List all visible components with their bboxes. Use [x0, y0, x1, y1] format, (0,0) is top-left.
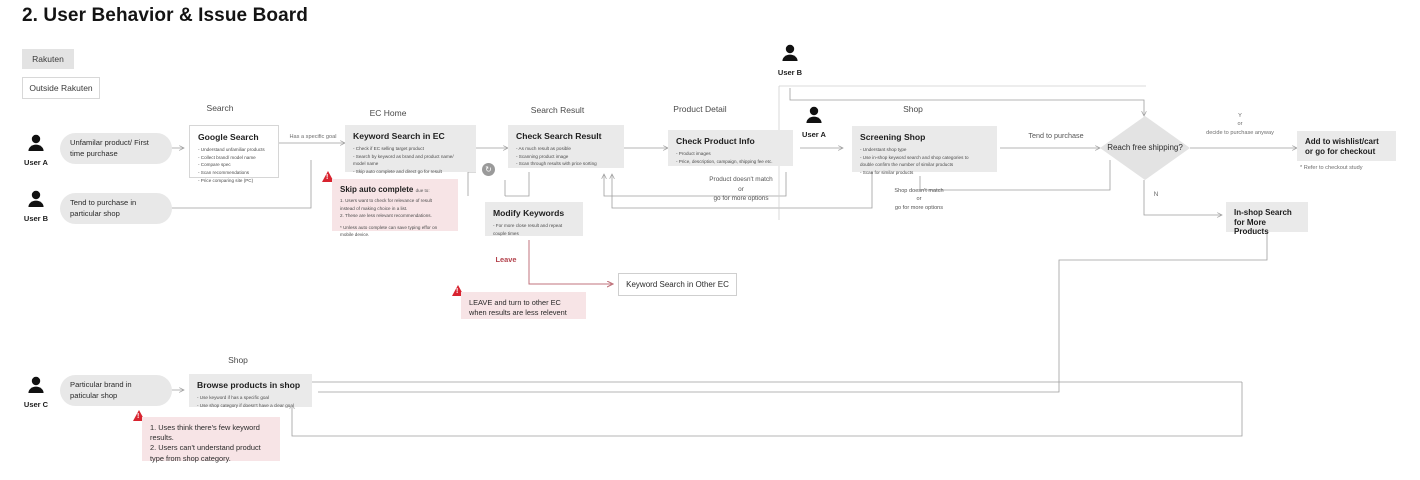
card-screening-shop-items: - Understant shop type - Use in-shop key…: [860, 147, 969, 176]
page-title: 2. User Behavior & Issue Board: [22, 5, 308, 26]
actor-user-a-label: User A: [24, 158, 48, 167]
actor-user-a-shop-label: User A: [802, 130, 826, 139]
card-check-search-result-items: - As much result as posible - Scanning p…: [516, 146, 597, 167]
warning-icon: [322, 171, 334, 182]
card-google-search-items: - Understand unfamiliar products - Colle…: [198, 147, 265, 183]
lane-label-product-detail: Product Detail: [673, 104, 727, 114]
card-in-shop-search-title: In-shop Search for More Products: [1234, 208, 1292, 237]
actor-user-b-top: User B: [762, 44, 818, 77]
lane-label-ec-home: EC Home: [369, 108, 407, 118]
card-modify-keywords[interactable]: Modify Keywords - For more close result …: [485, 202, 583, 236]
user-icon: [8, 376, 64, 399]
card-modify-keywords-title: Modify Keywords: [493, 208, 565, 218]
edge-label-product-no-match: Product doesn't match or go for more opt…: [709, 176, 773, 203]
actor-user-c-label: User C: [23, 400, 49, 409]
card-keyword-search-ec-items: - Check if EC selling target product - S…: [353, 146, 454, 175]
note-shop-issues: 1. Uses think there's few keyword result…: [142, 417, 280, 463]
user-icon: [762, 44, 818, 67]
card-check-search-result-title: Check Search Result: [516, 131, 602, 141]
card-keyword-other-ec[interactable]: Keyword Search in Other EC: [618, 273, 737, 296]
card-browse-products-in-shop-title: Browse products in shop: [197, 380, 301, 390]
edge-label-has-specific-goal: Has a specific goal: [289, 134, 337, 140]
actor-user-b: User B: [8, 190, 64, 223]
user-icon: [8, 134, 64, 157]
warning-icon: [452, 285, 464, 296]
lane-label-shop: Shop: [903, 104, 923, 114]
card-keyword-search-ec[interactable]: Keyword Search in EC - Check if EC selli…: [345, 125, 476, 175]
start-unfamiliar-product-label: Unfamilar product/ First time purchase: [70, 138, 149, 158]
card-modify-keywords-items: - For more close result and repeat coupl…: [493, 223, 563, 236]
lane-label-search-result: Search Result: [530, 105, 585, 115]
toggle-outside-rakuten[interactable]: Outside Rakuten: [22, 77, 100, 99]
card-check-product-info-title: Check Product Info: [676, 136, 755, 146]
user-icon: [8, 190, 64, 213]
card-add-to-wishlist[interactable]: Add to wishlist/cart or go for checkout: [1297, 131, 1396, 161]
card-check-product-info-items: - Product images - Price, description, c…: [676, 151, 773, 164]
toggle-outside-rakuten-label: Outside Rakuten: [29, 83, 93, 93]
note-leave-body: LEAVE and turn to other EC when results …: [469, 298, 567, 318]
note-skip-auto-complete-title: Skip auto complete due to:: [340, 185, 430, 194]
card-browse-products-in-shop-items: - Use keyword if has a specific goal - U…: [197, 395, 294, 408]
toggle-rakuten-label: Rakuten: [32, 54, 64, 64]
warning-icon: [133, 410, 145, 421]
note-shop-issues-body: 1. Uses think there's few keyword result…: [150, 423, 261, 463]
start-tend-to-purchase[interactable]: Tend to purchase in particular shop: [60, 193, 172, 224]
edge-label-shop-no-match: Shop doesn't match or go for more option…: [894, 188, 944, 211]
start-particular-brand[interactable]: Particular brand in paticular shop: [60, 375, 172, 406]
footnote-checkout: * Refer to checkout study: [1300, 165, 1363, 171]
edge-label-leave: Leave: [495, 255, 517, 264]
lane-label-shop-bottom: Shop: [228, 355, 248, 365]
card-screening-shop-title: Screening Shop: [860, 132, 926, 142]
card-browse-products-in-shop[interactable]: Browse products in shop - Use keyword if…: [189, 374, 312, 408]
note-skip-auto-complete: Skip auto complete due to: 1. Users want…: [332, 179, 458, 237]
card-keyword-other-ec-title: Keyword Search in Other EC: [626, 280, 729, 289]
note-skip-auto-complete-body: 1. Users want to check for relevance of …: [340, 198, 438, 238]
card-keyword-search-ec-title: Keyword Search in EC: [353, 131, 445, 141]
card-screening-shop[interactable]: Screening Shop - Understant shop type - …: [852, 126, 997, 175]
card-check-search-result[interactable]: Check Search Result - As much result as …: [508, 125, 624, 168]
toggle-rakuten[interactable]: Rakuten: [22, 49, 74, 69]
actor-user-b-label: User B: [23, 214, 49, 223]
decision-reach-free-shipping[interactable]: Reach free shipping?: [1100, 116, 1190, 180]
user-icon: [786, 106, 842, 129]
card-in-shop-search[interactable]: In-shop Search for More Products: [1226, 202, 1308, 236]
start-unfamiliar-product[interactable]: Unfamilar product/ First time purchase: [60, 133, 172, 164]
refresh-loop-icon: ↻: [482, 163, 495, 176]
decision-reach-free-shipping-label: Reach free shipping?: [1107, 142, 1183, 152]
edge-label-no-branch: N: [1153, 191, 1159, 198]
edge-label-tend-to-purchase: Tend to purchase: [1028, 131, 1084, 140]
edge-label-yes-branch: Y or decide to purchase anyway: [1206, 113, 1274, 136]
lane-label-search: Search: [206, 103, 234, 113]
actor-user-a: User A: [8, 134, 64, 167]
actor-user-c: User C: [8, 376, 64, 409]
start-particular-brand-label: Particular brand in paticular shop: [70, 380, 132, 400]
start-tend-to-purchase-label: Tend to purchase in particular shop: [70, 198, 137, 218]
note-leave: LEAVE and turn to other EC when results …: [461, 292, 586, 319]
card-google-search-title: Google Search: [198, 132, 259, 142]
card-add-to-wishlist-title: Add to wishlist/cart or go for checkout: [1305, 137, 1379, 156]
card-google-search[interactable]: Google Search - Understand unfamiliar pr…: [189, 125, 279, 183]
actor-user-a-shop: User A: [786, 106, 842, 139]
actor-user-b-top-label: User B: [777, 68, 803, 77]
card-check-product-info[interactable]: Check Product Info - Product images - Pr…: [668, 130, 793, 166]
